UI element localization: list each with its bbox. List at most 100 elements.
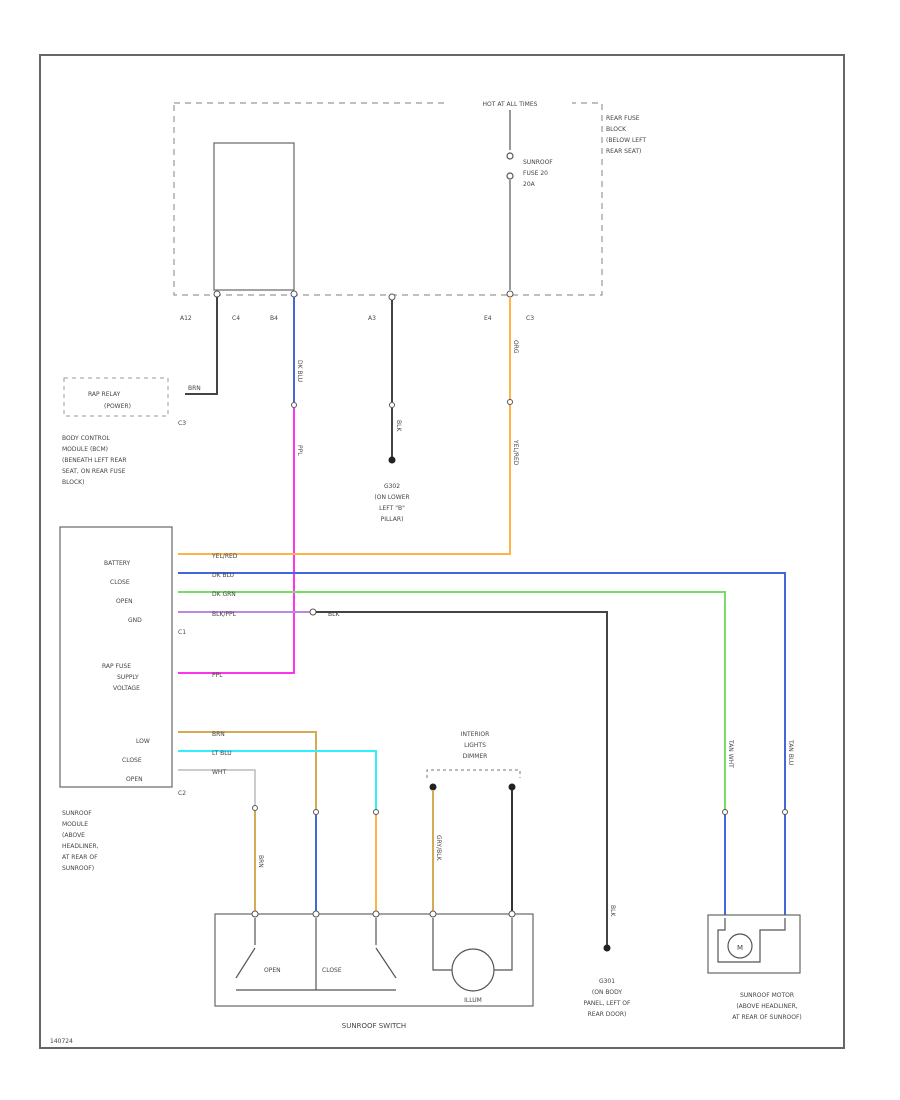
sunroof-fuse bbox=[506, 110, 514, 290]
svg-text:AT REAR OF: AT REAR OF bbox=[62, 854, 98, 861]
svg-text:G301: G301 bbox=[599, 978, 615, 985]
svg-text:SUNROOF): SUNROOF) bbox=[62, 865, 94, 872]
svg-text:REAR FUSE: REAR FUSE bbox=[606, 115, 640, 122]
pin-c3: C3 bbox=[526, 315, 534, 322]
fuse-block-outline bbox=[173, 102, 603, 296]
svg-text:REAR SEAT): REAR SEAT) bbox=[606, 148, 641, 155]
rap-relay-wire-color: BRN bbox=[188, 385, 201, 392]
svg-text:FUSE 20: FUSE 20 bbox=[523, 170, 548, 177]
motor-symbol bbox=[717, 918, 786, 963]
svg-text:BLOCK: BLOCK bbox=[606, 126, 627, 133]
wire-tan-color: BRN bbox=[257, 855, 264, 868]
svg-text:OPEN: OPEN bbox=[126, 776, 143, 783]
pin-c4: C4 bbox=[232, 315, 240, 322]
wire-close-color: DK BLU bbox=[212, 572, 234, 579]
svg-text:(ON BODY: (ON BODY bbox=[592, 989, 622, 996]
svg-text:BATTERY: BATTERY bbox=[104, 560, 131, 567]
wire-gnd-after-color: BLK bbox=[328, 611, 340, 618]
svg-text:G302: G302 bbox=[384, 483, 400, 490]
sunroof-motor-box bbox=[707, 914, 801, 974]
wire-open-color: DK GRN bbox=[212, 591, 236, 598]
svg-text:BLOCK): BLOCK) bbox=[62, 479, 84, 486]
ground-g302-symbol bbox=[388, 456, 396, 464]
module-connector-c2: C2 bbox=[178, 790, 186, 797]
internal-relay-box bbox=[213, 142, 295, 291]
svg-text:SUNROOF: SUNROOF bbox=[523, 159, 553, 166]
switch-pins bbox=[251, 910, 516, 918]
wire-sw-close-color: LT BLU bbox=[212, 750, 232, 757]
svg-text:RAP RELAY: RAP RELAY bbox=[88, 391, 121, 398]
svg-text:(ABOVE HEADLINER,: (ABOVE HEADLINER, bbox=[736, 1003, 797, 1010]
wire-rap-color: PPL bbox=[212, 672, 223, 679]
pin-a12: A12 bbox=[180, 315, 192, 322]
module-pins-c1: BATTERY CLOSE OPEN GND bbox=[104, 560, 142, 624]
pin-b4: B4 bbox=[270, 315, 278, 322]
svg-text:REAR DOOR): REAR DOOR) bbox=[588, 1011, 627, 1018]
wire-low-tan bbox=[178, 731, 317, 915]
svg-text:SUNROOF: SUNROOF bbox=[62, 810, 92, 817]
svg-text:SUPPLY: SUPPLY bbox=[117, 674, 139, 681]
svg-text:LIGHTS: LIGHTS bbox=[464, 742, 486, 749]
svg-text:(ABOVE: (ABOVE bbox=[62, 832, 85, 839]
sunroof-switch-label: SUNROOF SWITCH bbox=[342, 1022, 406, 1030]
svg-text:MODULE: MODULE bbox=[62, 821, 88, 828]
sunroof-module-box bbox=[59, 526, 173, 788]
module-pin-supply: RAP FUSE SUPPLY VOLTAGE bbox=[102, 663, 140, 692]
rap-relay-label: RAP RELAY (POWER) bbox=[88, 391, 131, 410]
pin-e4: E4 bbox=[484, 315, 492, 322]
svg-text:SEAT, ON REAR FUSE: SEAT, ON REAR FUSE bbox=[62, 468, 126, 475]
ground-g302-label: G302 (ON LOWER LEFT "B" PILLAR) bbox=[374, 483, 409, 523]
sunroof-module-label: SUNROOF MODULE (ABOVE HEADLINER, AT REAR… bbox=[62, 810, 99, 872]
wire-low-color: BRN bbox=[212, 731, 225, 738]
module-pins-c2: LOW CLOSE OPEN bbox=[122, 738, 150, 783]
switch-contacts bbox=[235, 918, 513, 992]
svg-text:BODY CONTROL: BODY CONTROL bbox=[62, 435, 111, 442]
svg-text:LEFT "B": LEFT "B" bbox=[379, 505, 405, 512]
wire-orange-top-color: ORG bbox=[512, 340, 519, 354]
svg-text:MODULE (BCM): MODULE (BCM) bbox=[62, 446, 108, 453]
wire-gnd-black bbox=[316, 611, 608, 945]
ground-g301-wire-color: BLK bbox=[609, 905, 616, 917]
switch-open-label: OPEN bbox=[264, 967, 281, 974]
svg-text:INTERIOR: INTERIOR bbox=[461, 731, 490, 738]
wire-pink bbox=[178, 408, 295, 674]
wire-motor-right-color: TAN BLU bbox=[787, 739, 794, 765]
svg-text:HEADLINER,: HEADLINER, bbox=[62, 843, 99, 850]
rap-relay-box bbox=[63, 377, 169, 417]
ground-g301-symbol bbox=[603, 944, 611, 952]
sunroof-switch-box bbox=[214, 913, 534, 1007]
wire-orange bbox=[178, 297, 511, 555]
fuse-block-label: REAR FUSE BLOCK (BELOW LEFT REAR SEAT) bbox=[606, 115, 646, 155]
switch-illum-label: ILLUM bbox=[464, 997, 482, 1004]
svg-text:VOLTAGE: VOLTAGE bbox=[113, 685, 140, 692]
rap-relay-connector: C3 bbox=[178, 420, 186, 427]
ground-g302-wire-color: BLK bbox=[395, 420, 402, 432]
wire-close-cyan bbox=[178, 750, 377, 915]
wire-open-green bbox=[178, 591, 726, 915]
svg-text:OPEN: OPEN bbox=[116, 598, 133, 605]
switch-close-label: CLOSE bbox=[322, 967, 342, 974]
svg-text:RAP FUSE: RAP FUSE bbox=[102, 663, 131, 670]
footer-code: 140724 bbox=[50, 1038, 73, 1045]
svg-text:SUNROOF MOTOR: SUNROOF MOTOR bbox=[740, 992, 794, 999]
wire-gnd-color: BLK/PPL bbox=[212, 611, 237, 618]
wire-close-blue bbox=[178, 572, 786, 915]
pin-a3: A3 bbox=[368, 315, 376, 322]
sunroof-fuse-label: SUNROOF FUSE 20 20A bbox=[523, 159, 553, 188]
bcm-label: BODY CONTROL MODULE (BCM) (BENEATH LEFT … bbox=[62, 435, 127, 486]
interior-lights-label: INTERIOR LIGHTS DIMMER bbox=[461, 731, 490, 760]
wire-battery-color: YEL/RED bbox=[211, 553, 238, 560]
svg-text:DIMMER: DIMMER bbox=[463, 753, 488, 760]
wire-motor-left-color: TAN WHT bbox=[727, 739, 734, 768]
svg-text:PILLAR): PILLAR) bbox=[381, 516, 404, 523]
svg-text:(POWER): (POWER) bbox=[104, 403, 131, 410]
wire-pink-vertical-color: PPL bbox=[296, 445, 303, 456]
sunroof-motor-label: SUNROOF MOTOR (ABOVE HEADLINER, AT REAR … bbox=[732, 992, 802, 1021]
svg-text:CLOSE: CLOSE bbox=[122, 757, 142, 764]
wire-open-white bbox=[178, 769, 256, 805]
fuse-block-header-bg bbox=[448, 97, 572, 109]
svg-text:20A: 20A bbox=[523, 181, 536, 188]
svg-text:LOW: LOW bbox=[136, 738, 150, 745]
svg-text:PANEL, LEFT OF: PANEL, LEFT OF bbox=[583, 1000, 631, 1007]
svg-text:AT REAR OF SUNROOF): AT REAR OF SUNROOF) bbox=[732, 1014, 802, 1021]
